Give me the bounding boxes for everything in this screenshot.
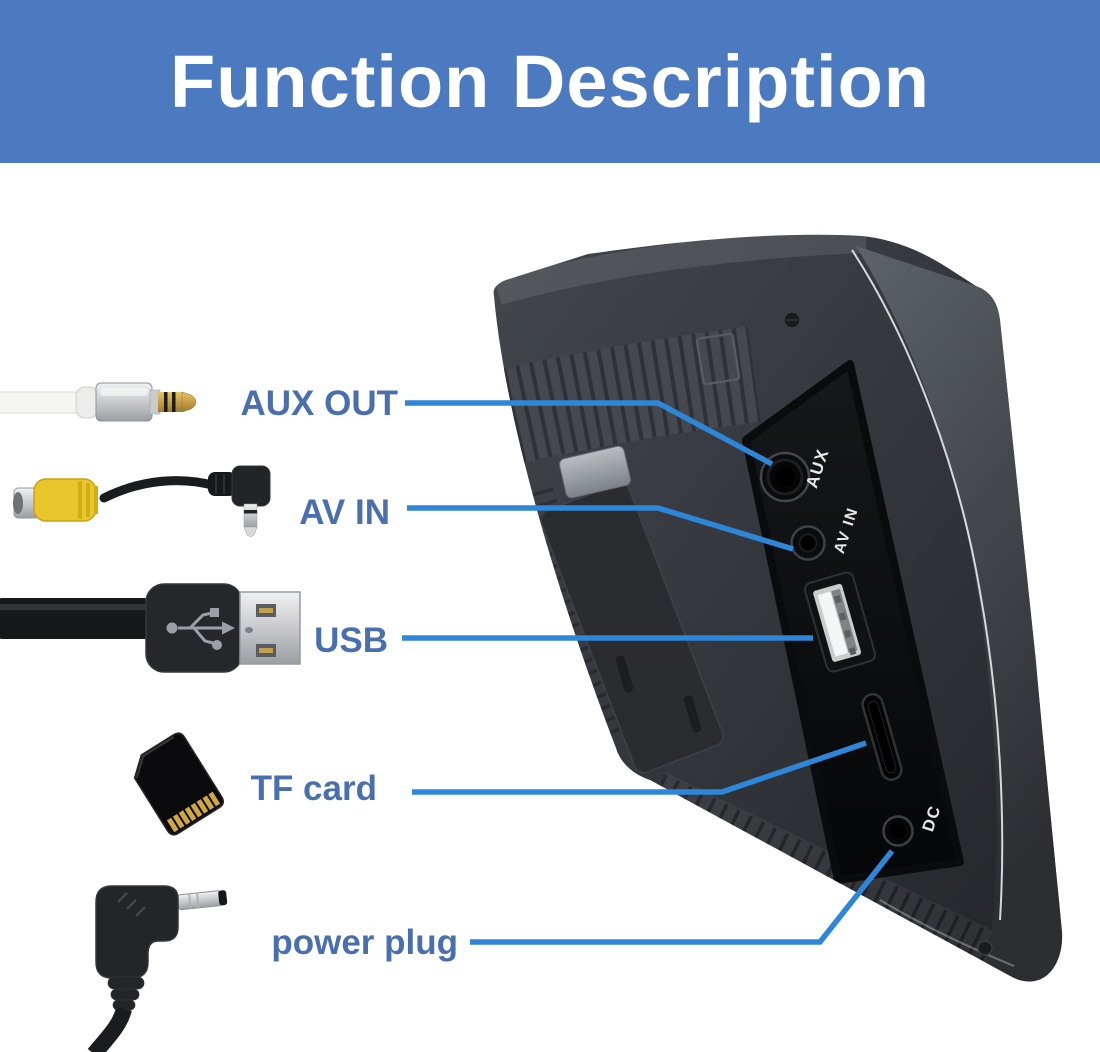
device-monitor-back-view: AUX AV IN	[493, 234, 1063, 982]
label-recess-outline	[695, 332, 741, 386]
av-in-port	[790, 525, 826, 561]
tf-card-pins	[166, 791, 221, 833]
dc-port	[882, 815, 914, 847]
tf-card-slot	[861, 693, 903, 781]
aux-port	[759, 451, 811, 503]
power-plug-image	[87, 885, 228, 1052]
callout-label-av-in: AV IN	[299, 493, 390, 532]
bezel-highlight-line	[851, 249, 1004, 921]
corner-highlight-line	[879, 899, 1015, 967]
aux-cable-image	[0, 382, 197, 422]
power-plug-leader-line	[470, 849, 895, 945]
ribbed-band-base	[493, 326, 761, 469]
callout-label-power-plug: power plug	[271, 923, 458, 962]
usb-port	[803, 571, 877, 673]
callout-label-usb: USB	[314, 621, 388, 660]
usb-cable-image	[0, 583, 301, 673]
mount-bracket-plate	[540, 482, 724, 774]
back-slot-detail	[615, 655, 634, 693]
mount-bracket-tab	[559, 445, 631, 499]
screw-icon	[977, 940, 993, 956]
usb-trident-icon	[166, 608, 235, 650]
back-slot-detail	[683, 695, 702, 733]
callout-label-tf-card: TF card	[250, 769, 377, 808]
top-cap-highlight	[494, 234, 867, 305]
header-banner: Function Description	[0, 0, 1100, 163]
screen-bezel-edge	[856, 246, 1063, 981]
aux-out-leader-line	[405, 400, 774, 467]
av-in-leader-line	[407, 505, 794, 552]
page-title: Function Description	[170, 40, 930, 123]
callout-label-aux-out: AUX OUT	[240, 384, 399, 423]
av-cable-image	[13, 465, 271, 537]
tf-card-image	[133, 732, 225, 836]
tf-card-leader-line	[412, 740, 867, 795]
